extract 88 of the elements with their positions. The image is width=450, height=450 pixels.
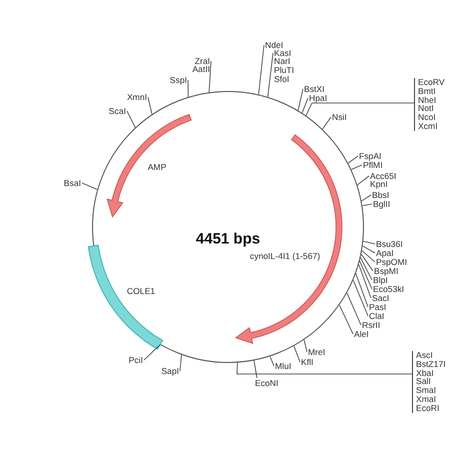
enzyme-label: BbsI bbox=[372, 190, 390, 200]
leader-line bbox=[254, 360, 258, 378]
leader-line bbox=[355, 273, 368, 308]
enzyme-label: KpnI bbox=[370, 180, 388, 190]
enzyme-label: PspOMI bbox=[376, 258, 408, 266]
leader-line bbox=[258, 44, 264, 95]
leader-line bbox=[362, 204, 372, 206]
enzyme-label: BglII bbox=[373, 200, 390, 208]
enzyme-label: XmaI bbox=[416, 394, 438, 404]
enzyme-label: XcmI bbox=[418, 122, 439, 131]
enzyme-label: PasI bbox=[369, 302, 386, 312]
enzyme-label: EcoRV bbox=[418, 78, 445, 87]
enzyme-label: AscI bbox=[416, 351, 434, 360]
enzyme-label: NcoI bbox=[418, 113, 437, 122]
leader-line bbox=[339, 304, 354, 334]
enzyme-label: BspMI bbox=[374, 266, 398, 276]
leader-line bbox=[294, 346, 300, 362]
enzyme-label: MluI bbox=[275, 362, 292, 370]
enzyme-label: NotI bbox=[418, 104, 434, 114]
enzyme-label: BstXI bbox=[304, 84, 325, 94]
enzyme-label: FspAI bbox=[359, 152, 382, 160]
leader-line bbox=[356, 176, 370, 186]
leader-line bbox=[270, 356, 274, 366]
enzyme-label: XbaI bbox=[416, 368, 435, 378]
enzyme-label: EcoNI bbox=[255, 379, 278, 388]
size-label: 4451 bps bbox=[196, 230, 260, 248]
enzyme-label: AatII bbox=[192, 65, 210, 74]
leader-line bbox=[362, 246, 376, 254]
enzyme-label: BsaI bbox=[64, 178, 81, 188]
enzyme-label: BstZ17I bbox=[416, 360, 446, 369]
leader-line bbox=[298, 88, 304, 111]
leader-line bbox=[346, 292, 362, 326]
enzyme-label: ClaI bbox=[369, 312, 384, 320]
leader-line bbox=[148, 96, 152, 115]
feature-label: COLE1 bbox=[126, 286, 156, 296]
leader-line bbox=[359, 260, 372, 290]
label-bracket bbox=[412, 351, 446, 413]
leader-line bbox=[360, 257, 372, 280]
leader-line bbox=[304, 339, 308, 352]
enzyme-label: XmnI bbox=[126, 92, 147, 102]
leader-line bbox=[302, 98, 308, 114]
enzyme-label: Bsu36I bbox=[376, 240, 403, 248]
enzyme-label: EcoRI bbox=[416, 404, 440, 413]
enzyme-label: KflI bbox=[301, 358, 314, 366]
leader-line bbox=[188, 80, 189, 98]
enzyme-label: SmaI bbox=[416, 386, 438, 395]
leader-line bbox=[82, 182, 98, 190]
enzyme-label: PluTI bbox=[274, 66, 294, 75]
enzyme-label: Eco53kI bbox=[373, 284, 404, 294]
leader-line bbox=[362, 250, 376, 262]
leader-line bbox=[267, 52, 274, 98]
leader-line bbox=[350, 164, 362, 170]
enzyme-label: KasI bbox=[274, 48, 292, 58]
enzyme-label: NarI bbox=[274, 57, 292, 66]
enzyme-label: ApaI bbox=[376, 248, 394, 258]
enzyme-label: HpaI bbox=[309, 94, 328, 102]
enzyme-label: RsrII bbox=[362, 320, 380, 330]
enzyme-label: MreI bbox=[308, 348, 326, 356]
enzyme-label: SfoI bbox=[274, 74, 290, 84]
leader-line bbox=[126, 110, 136, 128]
label-bracket bbox=[414, 78, 445, 131]
enzyme-label: BlpI bbox=[373, 276, 388, 284]
leader-line bbox=[144, 344, 160, 360]
enzyme-label: SapI bbox=[161, 366, 179, 376]
leader-line bbox=[306, 102, 414, 116]
enzyme-label: SspI bbox=[170, 76, 187, 84]
enzyme-label: AleI bbox=[354, 330, 369, 338]
feature-label: AMP bbox=[148, 162, 166, 172]
enzyme-label: ZraI bbox=[194, 56, 210, 66]
enzyme-label: NdeI bbox=[265, 40, 284, 50]
enzyme-label: ScaI bbox=[108, 106, 126, 116]
leader-line bbox=[180, 354, 182, 372]
feature-label: cynoIL-4I1 (1-567) bbox=[250, 251, 320, 261]
leader-line bbox=[361, 194, 372, 202]
leader-line bbox=[208, 60, 212, 93]
leader-line bbox=[236, 362, 412, 374]
leader-line bbox=[360, 254, 374, 272]
enzyme-label: BmtI bbox=[418, 86, 437, 96]
leader-line bbox=[352, 280, 368, 316]
leader-line bbox=[362, 240, 376, 244]
leader-line bbox=[348, 156, 358, 164]
leader-line bbox=[358, 264, 372, 298]
enzyme-label: SalI bbox=[416, 377, 431, 386]
enzyme-label: SacI bbox=[372, 294, 390, 302]
enzyme-label: Acc65I bbox=[370, 172, 396, 180]
enzyme-label: PflMI bbox=[363, 160, 383, 170]
leader-line bbox=[322, 116, 332, 130]
enzyme-label: NheI bbox=[418, 96, 438, 104]
